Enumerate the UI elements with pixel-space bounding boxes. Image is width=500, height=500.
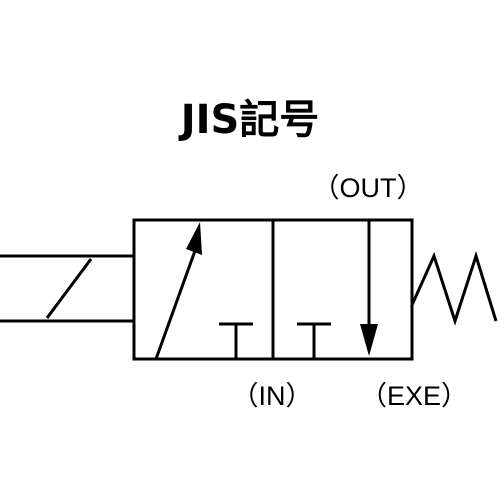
port-label-in: （IN） [232,381,313,411]
diagram-title: JIS記号 [178,97,320,143]
port-label-exe: （EXE） [360,381,468,411]
left-box-blocked-port [219,322,253,359]
solenoid-coil-outline [0,254,136,323]
solenoid-actuator [0,254,136,323]
flow-line-in-to-out [154,247,198,360]
spring-return [410,251,498,326]
arrowhead-up-icon [186,222,202,255]
port-label-out: （OUT） [313,173,424,203]
right-box-blocked-port [297,322,331,359]
left-box-flow-path [154,247,198,360]
arrowhead-down-icon [360,324,378,356]
solenoid-coil-slash [45,258,93,319]
